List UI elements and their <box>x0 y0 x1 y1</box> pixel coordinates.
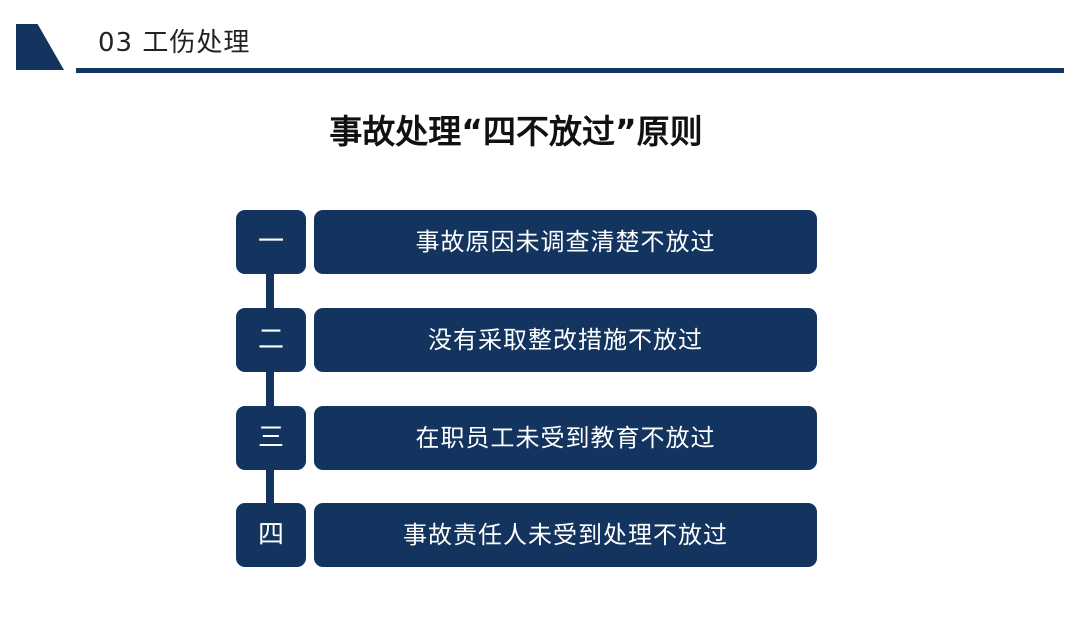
principle-text-2: 没有采取整改措施不放过 <box>314 308 817 372</box>
header-corner-shape <box>16 24 64 70</box>
principle-text-3: 在职员工未受到教育不放过 <box>314 406 817 470</box>
page-title: 事故处理“四不放过”原则 <box>329 112 703 151</box>
principle-number-4: 四 <box>236 503 306 567</box>
principle-connector-line <box>266 270 274 510</box>
principle-text-1: 事故原因未调查清楚不放过 <box>314 210 817 274</box>
principle-text-4: 事故责任人未受到处理不放过 <box>314 503 817 567</box>
principle-number-2: 二 <box>236 308 306 372</box>
principle-number-1: 一 <box>236 210 306 274</box>
principle-number-3: 三 <box>236 406 306 470</box>
section-title: 03 工伤处理 <box>98 28 251 58</box>
header-divider <box>76 68 1064 73</box>
